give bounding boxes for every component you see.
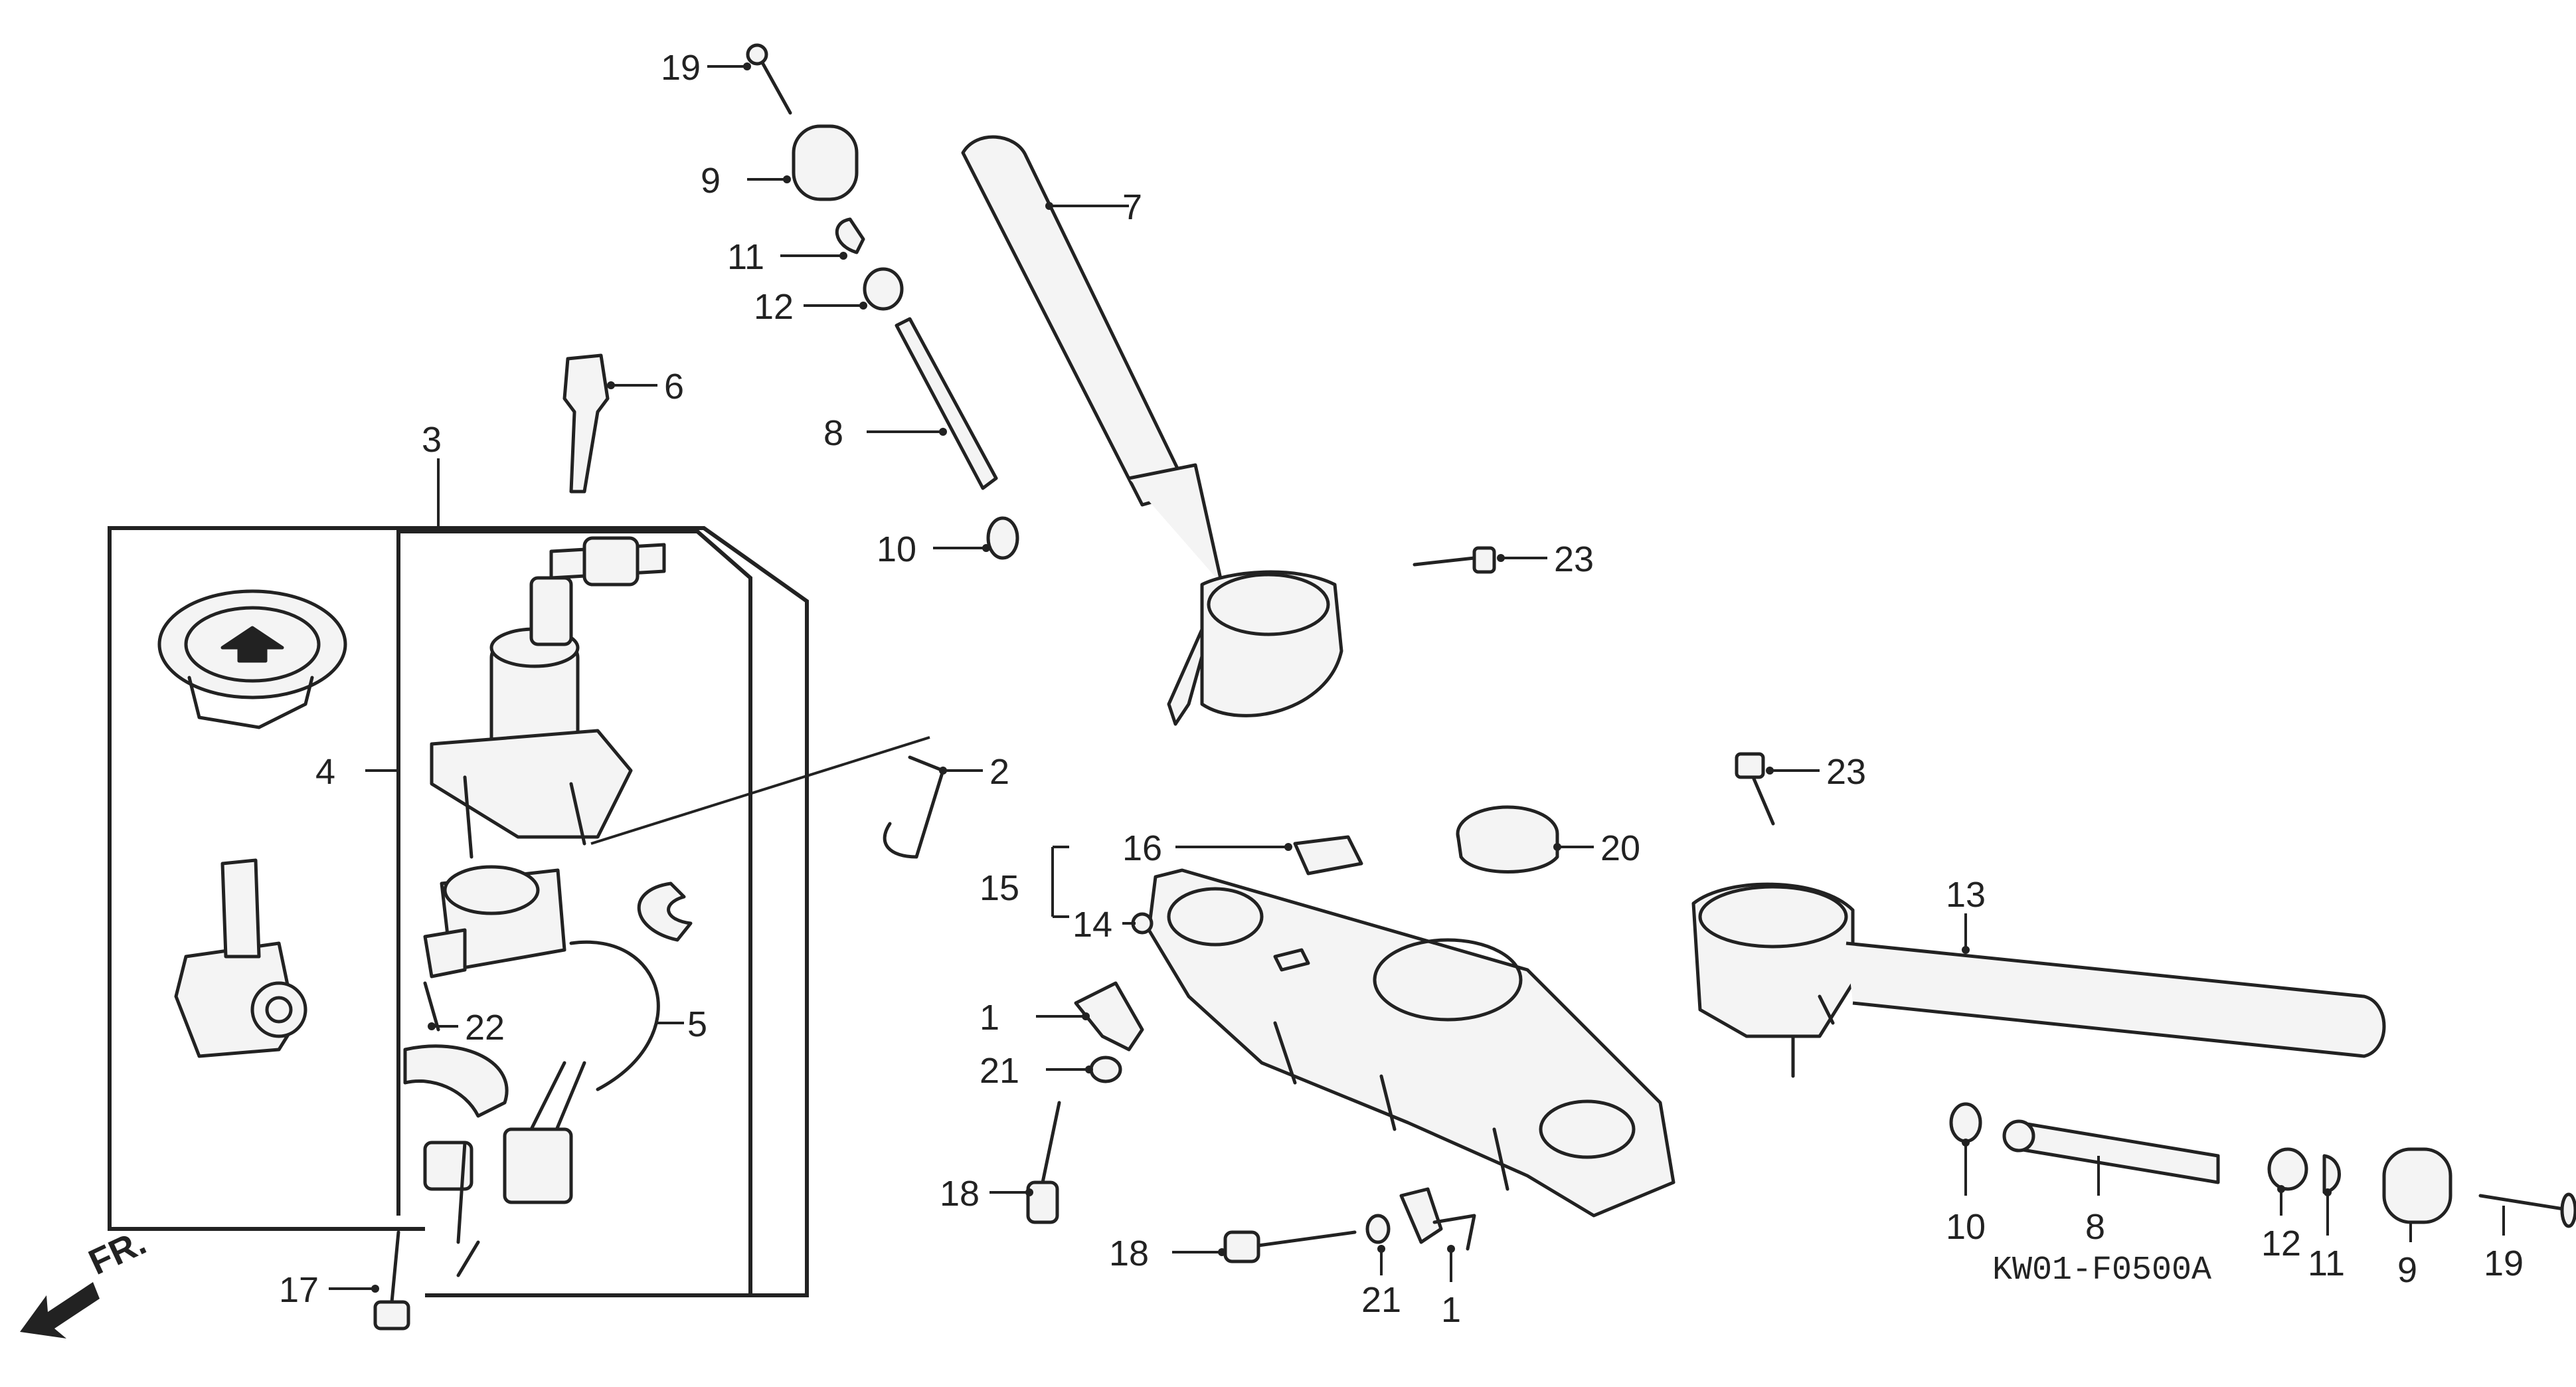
callout-18-horizontal: 18 [1109, 1234, 1149, 1273]
leader-lines [329, 62, 2505, 1293]
callout-23-upper: 23 [1554, 539, 1594, 579]
bolt-17 [373, 1230, 410, 1331]
callout-22: 22 [465, 1008, 505, 1048]
callout-9: 9 [701, 161, 721, 201]
callout-10-right: 10 [1946, 1207, 1986, 1247]
callout-15: 15 [980, 868, 1019, 908]
callout-21-upper: 21 [980, 1051, 1019, 1091]
callout-16: 16 [1122, 828, 1162, 868]
bracket-upper [1074, 981, 1144, 1083]
front-direction-arrow: FR. [20, 1222, 152, 1339]
callout-1-lower: 1 [1441, 1290, 1461, 1330]
callout-8-right: 8 [2085, 1207, 2105, 1247]
callout-1-upper: 1 [980, 998, 999, 1038]
top-bridge [1147, 868, 1675, 1218]
callout-3: 3 [422, 420, 442, 460]
callout-19: 19 [661, 48, 701, 88]
callout-11-right: 11 [2308, 1244, 2345, 1283]
steering-lock [423, 865, 660, 1277]
callout-5: 5 [687, 1004, 707, 1044]
callout-7: 7 [1122, 187, 1142, 227]
callout-17: 17 [279, 1270, 319, 1310]
callout-14: 14 [1073, 905, 1112, 945]
callout-4: 4 [315, 752, 335, 792]
cap [1456, 805, 1559, 874]
bolt-vertical [1026, 1101, 1061, 1224]
plate [1293, 835, 1363, 876]
callout-23-right: 23 [1826, 752, 1866, 792]
callout-8: 8 [823, 413, 843, 453]
right-bar-internals [1949, 1102, 2576, 1228]
clip [637, 881, 693, 942]
callout-10: 10 [877, 529, 916, 569]
cap-lock [174, 858, 307, 1058]
bolt-horizontal [1223, 1187, 1476, 1263]
diagram-code: KW01-F0500A [1992, 1251, 2211, 1289]
ignition-switch [430, 536, 666, 859]
clamp [403, 981, 509, 1118]
fuel-cap [157, 589, 347, 729]
callout-21-lower: 21 [1361, 1280, 1401, 1320]
callout-2: 2 [989, 752, 1009, 792]
callout-6: 6 [664, 367, 684, 407]
callout-13: 13 [1946, 875, 1986, 915]
callout-11: 11 [727, 237, 764, 277]
left-handlebar [961, 135, 1343, 726]
left-bar-internals [746, 43, 1019, 560]
callout-labels: 19 9 11 12 8 10 6 7 3 23 23 4 2 16 15 14… [279, 48, 2524, 1330]
spring-clip [590, 736, 945, 859]
callout-19-right: 19 [2484, 1244, 2524, 1283]
callout-20: 20 [1600, 828, 1640, 868]
callout-18-vertical: 18 [940, 1174, 980, 1214]
group-frame-outer [108, 526, 809, 1297]
screw-right [1735, 752, 1775, 826]
callout-12: 12 [754, 287, 794, 327]
group-frame-inner [396, 529, 752, 1295]
direction-label: FR. [83, 1222, 152, 1283]
right-handlebar [1691, 882, 2386, 1078]
tab [1131, 912, 1154, 935]
callout-9-right: 9 [2397, 1250, 2417, 1290]
screw-upper [1413, 546, 1496, 574]
key [562, 353, 610, 494]
callout-12-right: 12 [2261, 1224, 2301, 1263]
